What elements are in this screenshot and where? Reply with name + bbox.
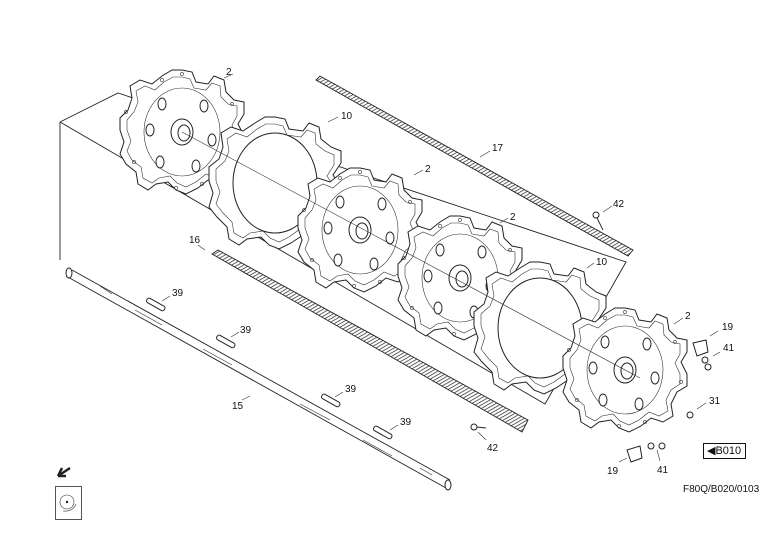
callout-31: 31 (709, 396, 721, 407)
coil-bar-16 (211, 249, 529, 433)
callout-41: 41 (657, 465, 669, 476)
shaft-15 (65, 267, 452, 491)
callout-41: 41 (723, 343, 735, 354)
callout-2: 2 (226, 67, 232, 78)
reference-arrow-icon: ◀ (707, 445, 716, 457)
drawing-code: F80Q/B020/0103 (683, 484, 760, 495)
callout-16: 16 (189, 235, 201, 246)
coil-strip-17 (315, 75, 634, 257)
hardware (470, 211, 712, 463)
callout-17: 17 (492, 143, 504, 154)
callout-2: 2 (685, 311, 691, 322)
leader-lines (161, 73, 721, 463)
reference-label: B010 (715, 445, 742, 457)
callout-42: 42 (487, 443, 499, 454)
callout-10: 10 (341, 111, 353, 122)
callout-39: 39 (172, 288, 184, 299)
callout-39: 39 (400, 417, 412, 428)
keys-39 (134, 297, 393, 457)
callout-19: 19 (607, 466, 619, 477)
callout-10: 10 (596, 257, 608, 268)
view-indicator-box (55, 486, 82, 520)
assembly-outline (59, 92, 627, 405)
callout-39: 39 (345, 384, 357, 395)
callout-42: 42 (613, 199, 625, 210)
view-direction-arrow (56, 466, 71, 478)
callout-19: 19 (722, 322, 734, 333)
callout-15: 15 (232, 401, 244, 412)
sprocket-rotation-icon (59, 494, 77, 512)
reference-link-b010[interactable]: ◀B010 (703, 443, 747, 459)
callout-39: 39 (240, 325, 252, 336)
callout-2: 2 (510, 212, 516, 223)
callout-2: 2 (425, 164, 431, 175)
